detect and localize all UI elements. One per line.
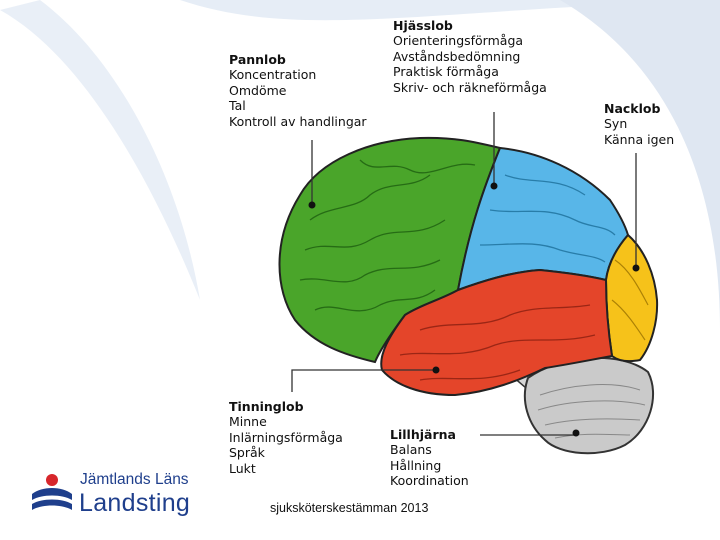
cerebellum-item: Koordination xyxy=(390,473,469,488)
temporal-lobe-label: Tinninglob Minne Inlärningsförmåga Språk… xyxy=(229,399,343,476)
logo-line-2: Landsting xyxy=(79,489,191,517)
occipital-item: Syn xyxy=(604,116,628,131)
temporal-leader xyxy=(291,369,436,392)
frontal-item: Koncentration xyxy=(229,67,317,82)
occipital-title: Nacklob xyxy=(604,101,661,116)
occipital-lobe-label: Nacklob Syn Känna igen xyxy=(604,101,674,147)
frontal-item: Kontroll av handlingar xyxy=(229,113,367,129)
occipital-item: Känna igen xyxy=(604,131,675,147)
cerebellum-title: Lillhjärna xyxy=(390,427,456,442)
parietal-item: Praktisk förmåga xyxy=(393,64,499,79)
cerebellum-lobe xyxy=(523,356,655,455)
temporal-title: Tinninglob xyxy=(229,399,304,414)
temporal-lobe xyxy=(380,268,614,397)
parietal-item: Skriv- och räkneförmåga xyxy=(393,79,547,95)
frontal-item: Tal xyxy=(229,98,246,113)
temporal-item: Språk xyxy=(229,445,265,460)
cerebellum-item: Hållning xyxy=(390,457,442,473)
cerebellum-item: Balans xyxy=(390,442,432,457)
temporal-item: Lukt xyxy=(229,460,256,476)
frontal-item: Omdöme xyxy=(229,82,287,98)
temporal-item: Inlärningsförmåga xyxy=(229,429,343,445)
temporal-item: Minne xyxy=(229,414,267,429)
frontal-lobe-label: Pannlob Koncentration Omdöme Tal Kontrol… xyxy=(229,52,367,129)
parietal-item: Orienteringsförmåga xyxy=(393,33,524,48)
logo-line-1: Jämtlands Läns xyxy=(80,471,189,488)
footer-text: sjuksköterskestämman 2013 xyxy=(270,501,429,515)
frontal-title: Pannlob xyxy=(229,52,286,67)
parietal-title: Hjässlob xyxy=(393,18,453,33)
cerebellum-label: Lillhjärna Balans Hållning Koordination xyxy=(390,427,469,489)
parietal-lobe-label: Hjässlob Orienteringsförmåga Avståndsbed… xyxy=(393,18,547,95)
parietal-item: Avståndsbedömning xyxy=(393,48,521,64)
landsting-logo-icon xyxy=(32,474,72,510)
occipital-lobe xyxy=(604,233,659,363)
